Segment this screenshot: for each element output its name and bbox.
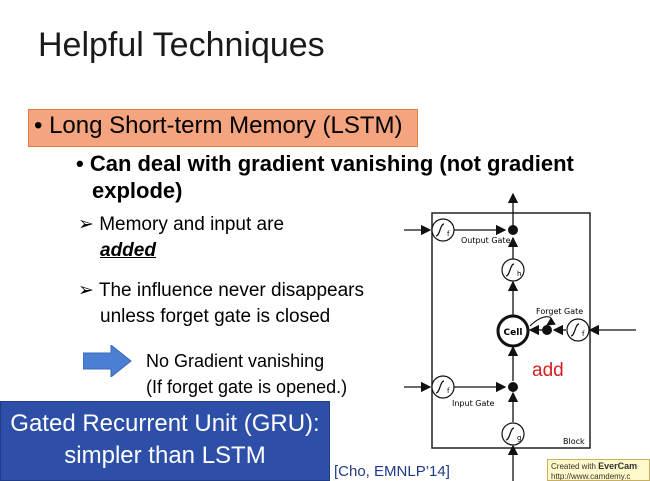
gru-box: [0, 401, 330, 481]
output-gate-sub: f: [447, 230, 450, 238]
input-gate-sub: f: [447, 387, 450, 395]
gradient-bullet-line1: • Can deal with gradient vanishing (not …: [76, 151, 574, 176]
lstm-diagram: f Output Gate h Cell f Forget Gate f Inp…: [404, 192, 636, 481]
gradient-bullet-line2: explode): [92, 178, 183, 203]
arrow-bullet-icon: ➢: [78, 214, 94, 235]
arrow-bullet-icon: ➢: [78, 280, 94, 301]
influence-line1: The influence never disappears: [98, 280, 364, 301]
forget-gate-sub: f: [582, 330, 585, 338]
forget-gate-label: Forget Gate: [536, 307, 583, 316]
forget-multiply-node: [542, 325, 552, 335]
citation: [Cho, EMNLP’14]: [334, 463, 450, 480]
output-gate-label: Output Gate: [461, 236, 511, 245]
watermark-prefix: Created with: [551, 462, 596, 471]
memory-input-text: Memory and input are: [99, 214, 285, 235]
watermark-brand: EverCam: [598, 461, 638, 471]
h-sub: h: [517, 270, 521, 278]
no-gradient-line2: (If forget gate is opened.): [146, 377, 348, 397]
block-label: Block: [563, 437, 585, 446]
output-sigmoid-icon: [431, 218, 455, 242]
right-arrow-icon: [83, 345, 132, 377]
slide-title: Helpful Techniques: [38, 26, 325, 64]
g-sub: g: [517, 434, 521, 442]
memory-input-item: ➢ Memory and input are added: [78, 212, 408, 264]
add-annotation: add: [532, 360, 564, 381]
added-emphasis: added: [100, 240, 156, 261]
forget-sigmoid-icon: [566, 318, 590, 342]
watermark-url: http://www.camdemy.c: [551, 472, 631, 481]
lstm-bullet: • Long Short-term Memory (LSTM): [34, 112, 403, 139]
no-gradient-line1: No Gradient vanishing: [146, 351, 325, 371]
gru-line2: simpler than LSTM: [64, 442, 266, 469]
input-sigmoid-icon: [431, 375, 455, 399]
influence-item: ➢ The influence never disappears unless …: [78, 278, 408, 330]
influence-line2: unless forget gate is closed: [100, 306, 331, 327]
lstm-highlight-box: [28, 109, 418, 147]
cell-label: Cell: [504, 328, 523, 338]
gradient-bullet: • Can deal with gradient vanishing (not …: [76, 150, 616, 204]
input-multiply-node: [508, 382, 518, 392]
gru-text: Gated Recurrent Unit (GRU): simpler than…: [0, 408, 330, 472]
gru-line1: Gated Recurrent Unit (GRU):: [10, 410, 320, 437]
cell-node: [496, 314, 530, 348]
output-multiply-node: [508, 225, 518, 235]
no-gradient-note: No Gradient vanishing (If forget gate is…: [146, 348, 347, 400]
input-gate-label: Input Gate: [452, 399, 494, 408]
evercam-watermark: Created with EverCam http://www.camdemy.…: [547, 459, 650, 481]
